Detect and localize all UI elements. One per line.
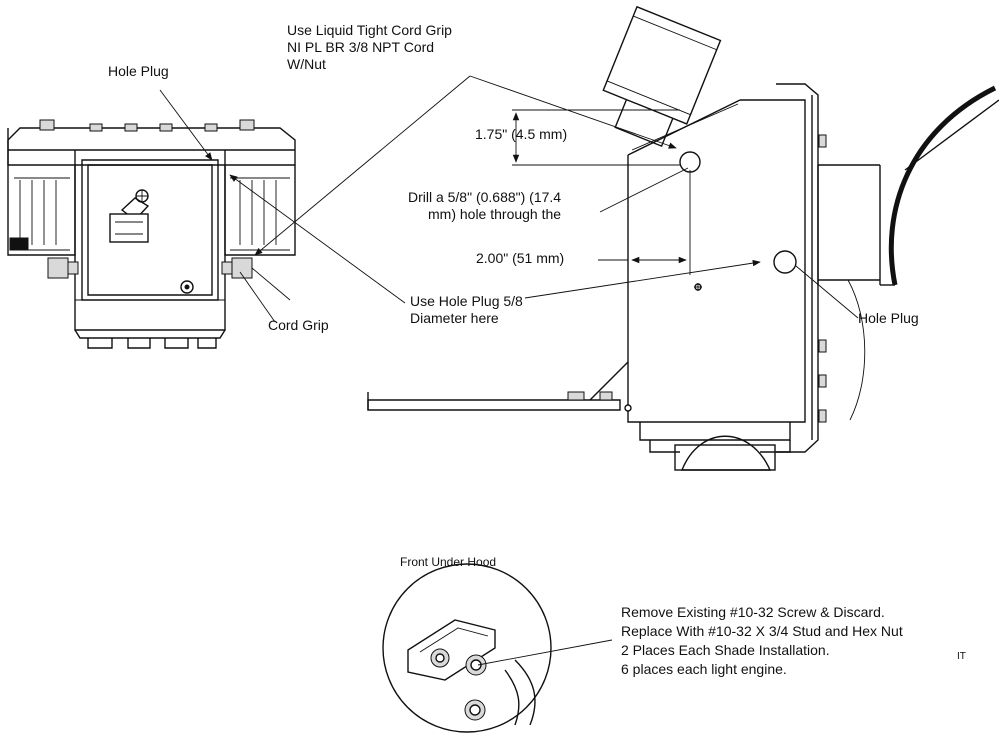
- front-view-fixture: [7, 119, 296, 349]
- drill-note-line-2: mm) hole through the: [428, 206, 562, 222]
- cord-grip-note-line-3: W/Nut: [287, 56, 326, 72]
- stray-text: IT: [957, 651, 966, 662]
- detail-front-under-hood: [382, 563, 613, 733]
- hole-plug-top-label: Hole Plug: [108, 63, 169, 79]
- stud-note-line-2: Replace With #10-32 X 3/4 Stud and Hex N…: [621, 623, 903, 639]
- leader-lines: [159, 75, 859, 323]
- drill-note-line-1: Drill a 5/8" (0.688") (17.4: [407, 189, 562, 205]
- hole-plug-right-label: Hole Plug: [858, 310, 919, 326]
- detail-title: Front Under Hood: [400, 555, 497, 569]
- dimension-side-label: 2.00" (51 mm): [476, 250, 565, 266]
- cord-grip-note-line-2: NI PL BR 3/8 NPT Cord: [287, 39, 435, 55]
- dimension-top: [512, 109, 680, 166]
- hole-plug-note-line-1: Use Hole Plug 5/8: [410, 293, 523, 309]
- cord-grip-note-line-1: Use Liquid Tight Cord Grip: [287, 22, 452, 38]
- dimension-top-label: 1.75" (4.5 mm): [475, 126, 568, 142]
- hole-plug-note-line-2: Diameter here: [410, 310, 499, 326]
- dimension-side: [598, 170, 691, 275]
- stud-note-line-3: 2 Places Each Shade Installation.: [621, 642, 830, 658]
- stud-note-line-1: Remove Existing #10-32 Screw & Discard.: [621, 604, 885, 620]
- hole-plug-note: Use Hole Plug 5/8 Diameter here: [410, 293, 523, 327]
- cord-grip-label: Cord Grip: [268, 317, 329, 333]
- cord-grip-note: Use Liquid Tight Cord Grip NI PL BR 3/8 …: [287, 22, 452, 73]
- stud-note-line-4: 6 places each light engine.: [621, 661, 787, 677]
- side-view-fixture: [367, 5, 999, 471]
- drill-note: Drill a 5/8" (0.688") (17.4 mm) hole thr…: [400, 189, 561, 223]
- stud-note: Remove Existing #10-32 Screw & Discard. …: [621, 604, 903, 678]
